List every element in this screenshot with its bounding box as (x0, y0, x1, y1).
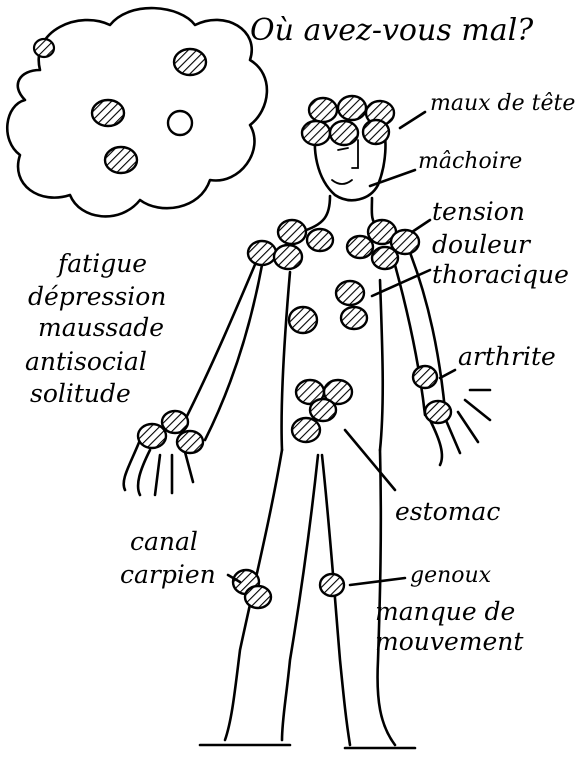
label-jaw: mâchoire (418, 149, 522, 174)
label-movement-line2: mouvement (375, 627, 524, 656)
pain-spot (310, 399, 336, 421)
pain-spot (347, 236, 373, 258)
mood-list: fatigue dépression maussade antisocial s… (25, 249, 166, 408)
mood-item: antisocial (25, 347, 147, 376)
pain-spot (320, 574, 344, 596)
cloud-spot-empty (168, 111, 192, 135)
pain-spot (341, 307, 367, 329)
mood-item: fatigue (56, 249, 147, 278)
label-stomach: estomac (395, 497, 500, 526)
pain-spot (289, 307, 317, 333)
cloud-spot (92, 100, 124, 126)
label-carpal-line2: carpien (120, 560, 216, 589)
mood-item: maussade (38, 313, 164, 342)
pain-spot (162, 411, 188, 433)
pain-spot (302, 121, 330, 145)
label-tension: tension (432, 197, 525, 226)
pain-spot (278, 220, 306, 244)
pain-spot (138, 424, 166, 448)
page-title: Où avez-vous mal? (250, 13, 534, 48)
pain-spot (292, 418, 320, 442)
cloud-spot (174, 49, 206, 75)
pain-spot (248, 241, 276, 265)
pain-spot (338, 96, 366, 120)
label-carpal-line1: canal (130, 527, 198, 556)
mood-item: dépression (28, 282, 166, 311)
label-chest-line2: thoracique (432, 260, 569, 289)
pain-spot (425, 401, 451, 423)
pain-spot (330, 121, 358, 145)
label-movement-line1: manque de (375, 597, 515, 626)
pain-spot (413, 366, 437, 388)
pain-spot (245, 586, 271, 608)
pain-spot (309, 98, 337, 122)
thought-cloud (7, 8, 267, 216)
label-headache: maux de tête (430, 91, 575, 116)
pain-spot (336, 281, 364, 305)
mood-item: solitude (30, 379, 131, 408)
label-knees: genoux (410, 563, 492, 588)
pain-spot (363, 120, 389, 144)
label-chest-line1: douleur (432, 230, 532, 259)
pain-spot (372, 247, 398, 269)
cloud-spot (34, 39, 54, 57)
pain-spot (307, 229, 333, 251)
pain-spot (274, 245, 302, 269)
label-arthritis: arthrite (458, 342, 556, 371)
pain-spot (177, 431, 203, 453)
cloud-spot (105, 147, 137, 173)
